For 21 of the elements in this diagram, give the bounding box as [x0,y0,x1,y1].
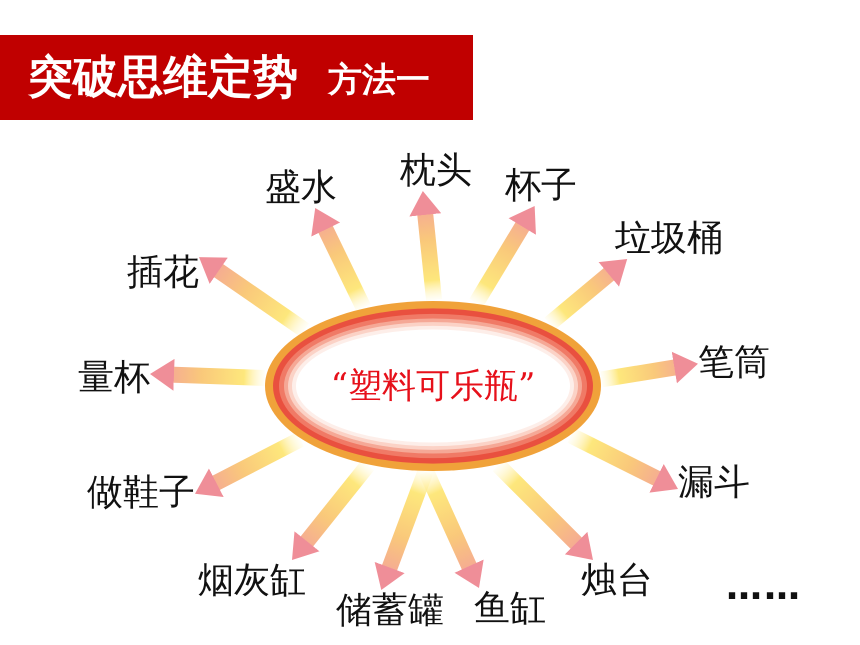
idea-label: 笔筒 [698,342,770,383]
idea-label: 做鞋子 [87,472,195,513]
slide-subtitle: 方法一 [328,60,430,100]
idea-label: 储蓄罐 [336,590,444,631]
arrow [409,190,442,301]
ellipsis-text: …… [726,568,802,608]
idea-label: 插花 [127,252,199,293]
idea-label: 盛水 [265,167,337,208]
idea-label: 枕头 [400,150,472,191]
idea-label: 烛台 [581,560,653,601]
slide-title: 突破思维定势 [28,51,298,103]
idea-label: 烟灰缸 [198,560,306,601]
idea-label: 漏斗 [678,462,750,503]
topic-ellipse [264,300,602,472]
idea-label: 鱼缸 [474,588,546,629]
idea-label: 杯子 [505,165,577,206]
arrow [150,358,265,391]
idea-label: 量杯 [78,357,150,398]
idea-label: 垃圾桶 [615,218,723,259]
topic-text: “塑料可乐瓶” [330,366,536,406]
arrow [600,352,700,388]
